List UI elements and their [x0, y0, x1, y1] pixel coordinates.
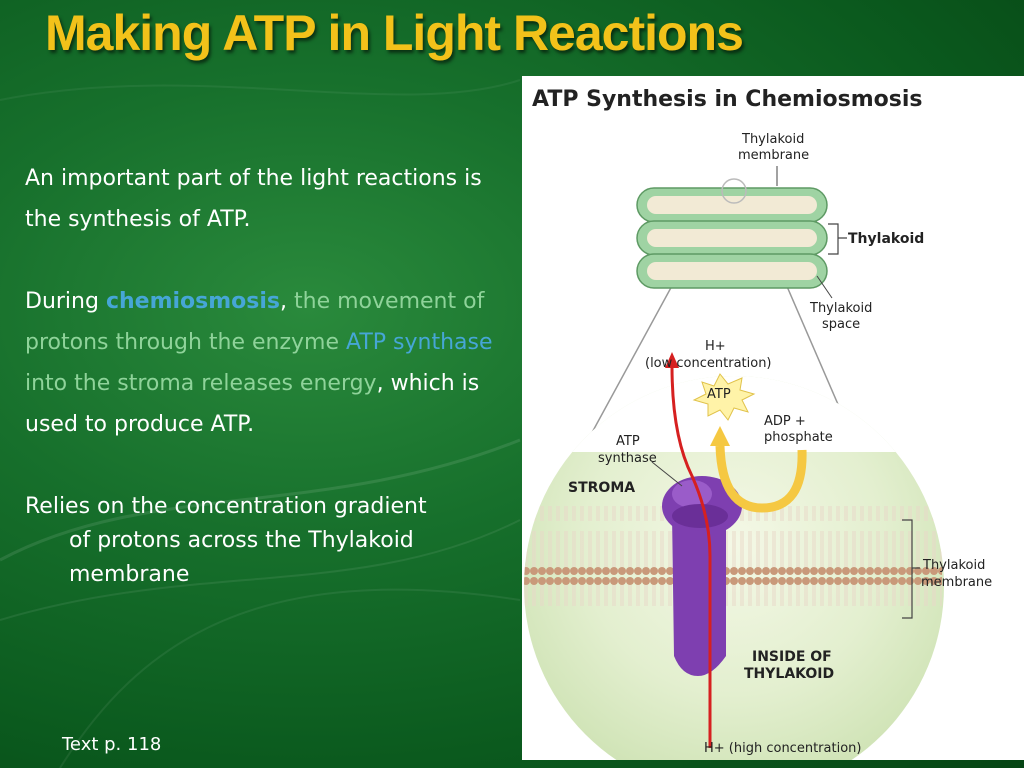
slide-title: Making ATP in Light Reactions	[45, 5, 744, 61]
membrane-side-bracket	[902, 519, 920, 619]
label-h-low-2: (low concentration)	[645, 356, 772, 371]
label-thylakoid-space-1: Thylakoid	[809, 301, 872, 316]
label-stroma: STROMA	[568, 480, 635, 496]
para2-comma: ,	[280, 289, 295, 314]
label-thylakoid-membrane-top-2: membrane	[738, 148, 809, 163]
para2-releases-energy: into the stroma releases energy	[25, 371, 377, 396]
para3-line2: of protons across the Thylakoid	[69, 528, 414, 553]
term-atp-synthase: ATP synthase	[346, 330, 493, 355]
label-h-low-1: H+	[705, 339, 726, 354]
synthase-leader	[651, 461, 683, 487]
label-thylakoid: Thylakoid	[848, 231, 924, 247]
label-inside-2: THYLAKOID	[744, 666, 834, 682]
thylakoid-bracket	[828, 223, 847, 255]
thylakoid-stack	[636, 178, 828, 289]
figure-title: ATP Synthesis in Chemiosmosis	[532, 87, 922, 112]
gradient-paragraph: Relies on the concentration gradient of …	[25, 490, 515, 592]
chemiosmosis-diagram: ATP Synthesis in Chemiosmosis Thylakoid …	[524, 87, 992, 768]
para2-lead: During	[25, 289, 106, 314]
para2-movement: the movement of protons through the enzy…	[25, 289, 485, 355]
chemiosmosis-paragraph: During chemiosmosis, the movement of pro…	[25, 281, 515, 445]
label-h-high: H+ (high concentration)	[704, 741, 861, 756]
label-thylakoid-space-2: space	[822, 317, 860, 332]
text-reference: Text p. 118	[62, 734, 162, 755]
intro-paragraph: An important part of the light reactions…	[25, 166, 482, 232]
label-adp-1: ADP +	[764, 414, 806, 429]
atp-burst	[692, 373, 756, 421]
zoom-circle	[721, 178, 747, 204]
term-chemiosmosis: chemiosmosis	[105, 289, 281, 314]
atp-formation-arrow	[715, 445, 807, 513]
para2-tail: , which is used to produce ATP.	[25, 371, 480, 437]
figure-panel: ATP Synthesis in Chemiosmosis Thylakoid …	[522, 76, 1024, 768]
para3-line1: Relies on the concentration gradient	[25, 494, 427, 519]
para3-line3: membrane	[69, 562, 190, 587]
proton-path	[670, 365, 712, 748]
space-leader	[816, 275, 833, 299]
label-atp-synthase-2: synthase	[598, 451, 657, 466]
label-atp: ATP	[707, 387, 731, 402]
label-adp-2: phosphate	[764, 430, 833, 445]
atp-arrowhead	[710, 426, 730, 446]
label-thylakoid-membrane-side-2: membrane	[921, 575, 992, 590]
label-inside-1: INSIDE OF	[752, 649, 832, 665]
proton-arrowhead	[665, 352, 679, 368]
label-atp-synthase-1: ATP	[616, 434, 640, 449]
label-thylakoid-membrane-side-1: Thylakoid	[922, 558, 985, 573]
label-thylakoid-membrane-top-1: Thylakoid	[741, 132, 804, 147]
